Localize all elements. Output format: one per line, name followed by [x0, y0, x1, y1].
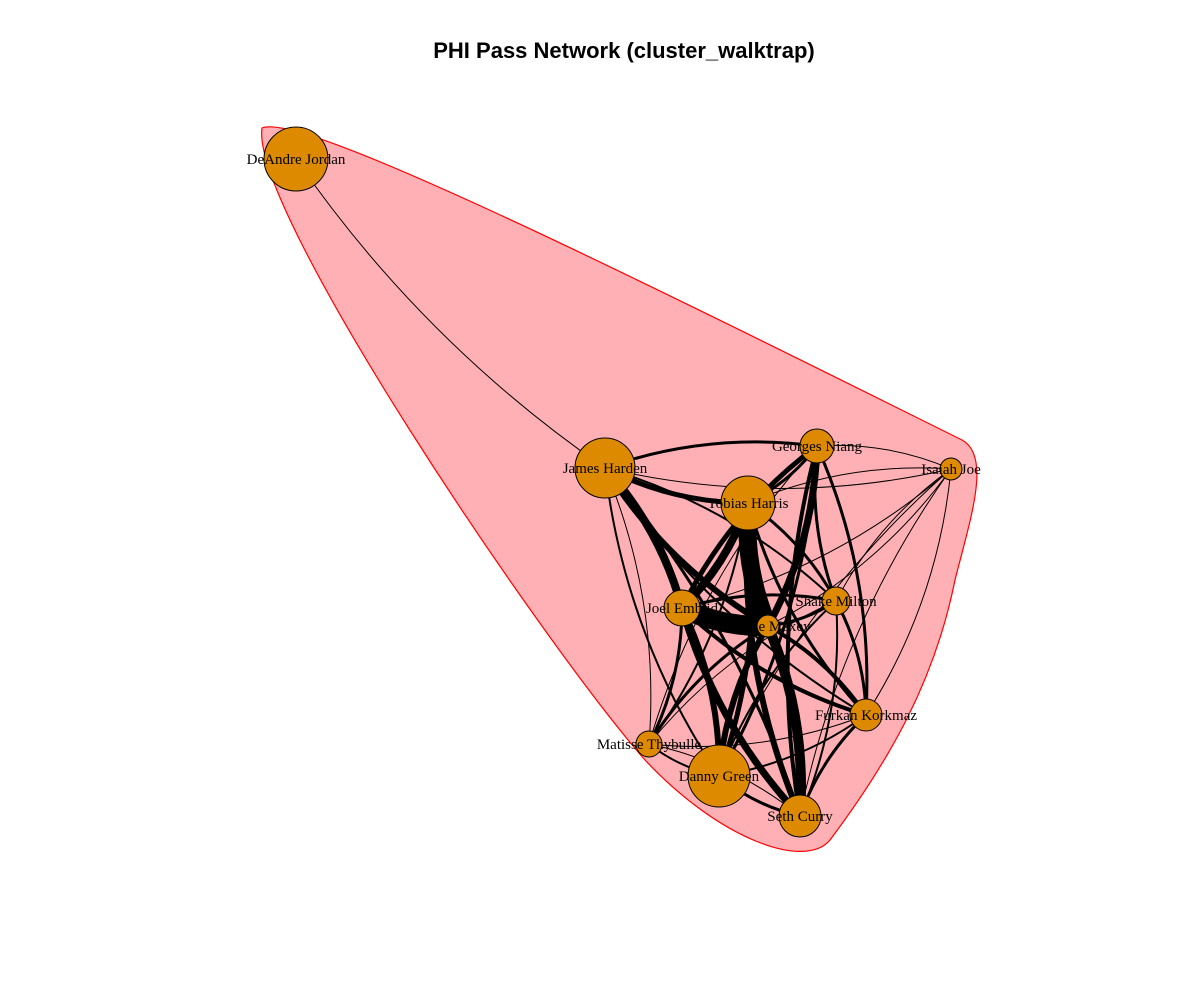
edge-gn-sc: [785, 444, 819, 818]
node-label-th: Tobias Harris: [707, 496, 788, 512]
node-gn[interactable]: [799, 428, 835, 464]
node-label-fk: Furkan Korkmaz: [815, 708, 917, 724]
node-label-je: Joel Embiid: [646, 601, 719, 617]
node-label-sc: Seth Curry: [767, 809, 833, 825]
edge-ij-sm: [835, 468, 952, 602]
node-label-sm: Shake Milton: [795, 594, 877, 610]
edge-jh-dg: [604, 467, 720, 777]
edge-jh-ij: [604, 467, 952, 489]
node-label-gn: Georges Niang: [772, 439, 863, 455]
node-je[interactable]: [663, 589, 701, 627]
edge-dj-jh: [295, 158, 606, 469]
node-label-ij: Isaiah Joe: [921, 462, 981, 478]
node-dj[interactable]: [263, 126, 329, 192]
edge-th-sc: [743, 500, 803, 819]
edge-tm-sc: [763, 621, 807, 821]
node-tm[interactable]: [756, 614, 780, 638]
node-label-jh: James Harden: [563, 461, 648, 477]
node-dg[interactable]: [687, 744, 751, 808]
nodes-layer: [263, 126, 963, 838]
node-fk[interactable]: [849, 698, 883, 732]
diagram-title: PHI Pass Network (cluster_walktrap): [433, 38, 814, 63]
node-label-dg: Danny Green: [679, 769, 760, 785]
edge-jh-mt: [604, 467, 652, 745]
edge-fk-mt: [648, 714, 867, 748]
node-label-tm: Tyrese Maxey: [725, 619, 811, 635]
node-sc[interactable]: [778, 794, 822, 838]
node-label-dj: DeAndre Jordan: [247, 152, 346, 168]
node-sm[interactable]: [821, 586, 851, 616]
edge-sm-mt: [648, 600, 837, 745]
node-th[interactable]: [720, 475, 776, 531]
edge-ij-tm: [767, 468, 952, 627]
node-jh[interactable]: [574, 437, 636, 499]
edge-ij-fk: [865, 468, 952, 716]
edge-tm-mt: [647, 624, 770, 746]
edge-gn-mt: [648, 445, 818, 745]
edge-ij-sc: [799, 468, 952, 817]
node-label-mt: Matisse Thybulle: [597, 737, 702, 753]
node-mt[interactable]: [635, 730, 663, 758]
node-ij[interactable]: [939, 457, 963, 481]
edge-ij-je: [681, 468, 952, 609]
edge-gn-fk: [815, 444, 869, 717]
edge-je-fk: [680, 606, 868, 717]
